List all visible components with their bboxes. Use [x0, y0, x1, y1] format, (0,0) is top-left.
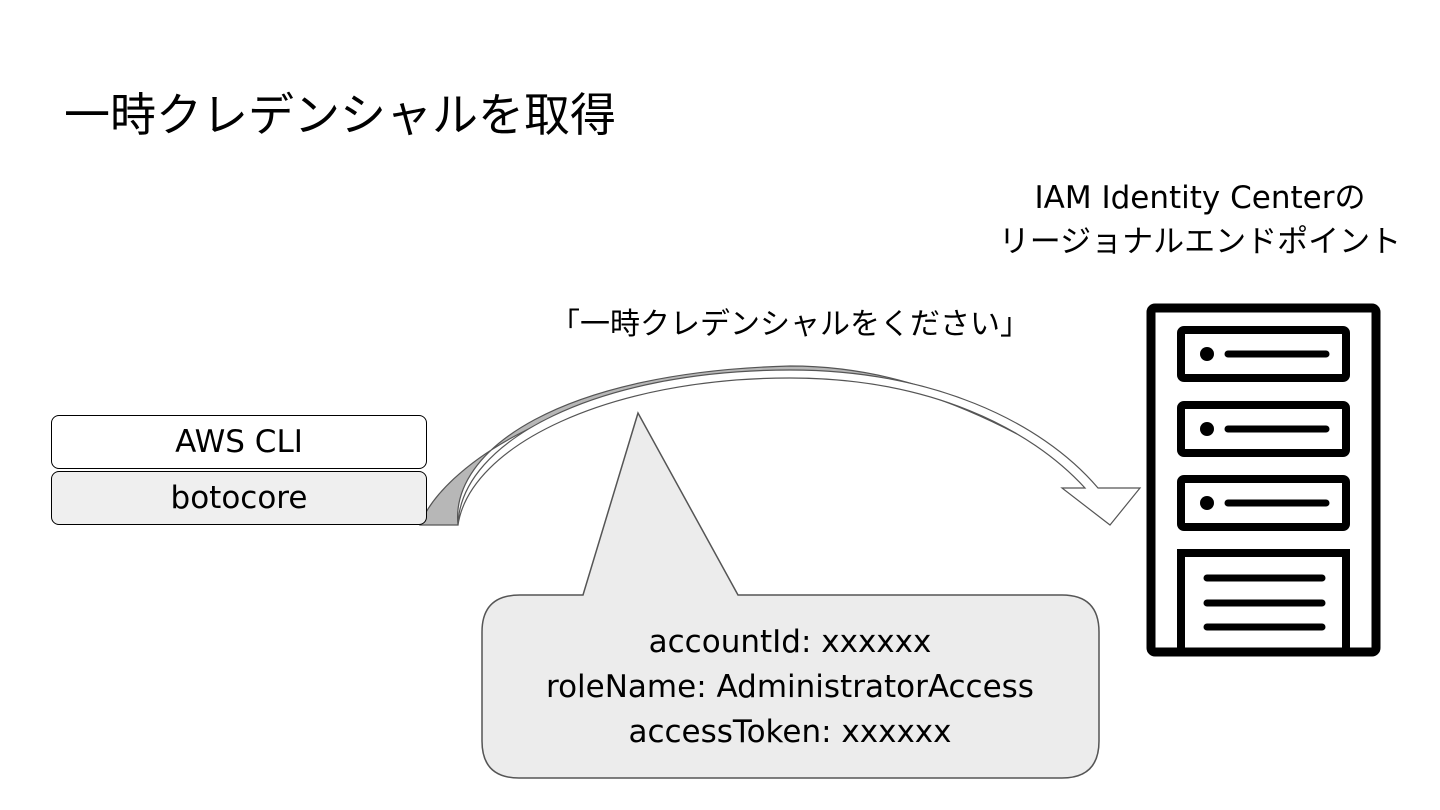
- endpoint-label-line1: IAM Identity Centerの: [1034, 180, 1366, 216]
- aws-cli-layer: AWS CLI: [51, 415, 427, 469]
- endpoint-label: IAM Identity Centerの リージョナルエンドポイント: [990, 176, 1410, 264]
- request-quote: 「一時クレデンシャルをください」: [550, 307, 1030, 342]
- callout-bubble: [481, 411, 1100, 779]
- callout-access-token: accessToken: xxxxxx: [628, 714, 952, 750]
- callout-role-name: roleName: AdministratorAccess: [546, 669, 1034, 705]
- callout-account-id: accountId: xxxxxx: [648, 624, 932, 660]
- server-rack-icon: [1146, 303, 1381, 657]
- botocore-layer: botocore: [51, 471, 427, 525]
- slide-title: 一時クレデンシャルを取得: [64, 88, 616, 142]
- endpoint-label-line2: リージョナルエンドポイント: [998, 224, 1402, 260]
- request-arrow-shadow: [419, 365, 1081, 526]
- request-arrow-body: [457, 369, 1142, 526]
- callout-text: accountId: xxxxxx roleName: Administrato…: [482, 620, 1098, 755]
